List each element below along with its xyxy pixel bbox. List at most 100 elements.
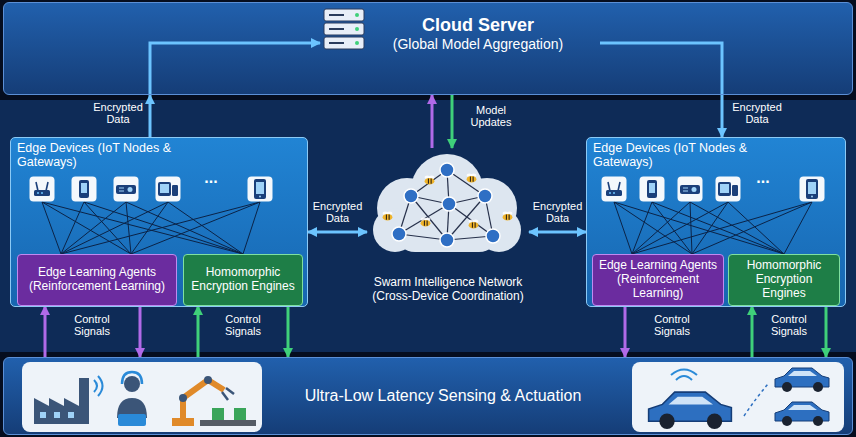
- agent-box: Edge Learning Agents (Reinforcement Lear…: [17, 254, 177, 306]
- swarm-links-part: [399, 204, 449, 234]
- sensing-illustration-part: [632, 362, 844, 432]
- edge-label: Control Signals: [69, 313, 115, 337]
- vehicle-icons-part: [775, 368, 829, 392]
- swarm-cloud-illustration-part: [503, 212, 513, 221]
- server-icon: [324, 9, 364, 49]
- edge-label: Control Signals: [649, 313, 695, 337]
- server-illustration-part: [150, 43, 320, 94]
- swarm-cloud-illustration-part: [425, 176, 435, 185]
- sensing-band: Ultra-Low Latency Sensing & Actuation: [3, 357, 853, 435]
- vehicle-icons-part: [676, 376, 692, 380]
- node-title: Swarm Intelligence Network (Cross-Device…: [367, 276, 529, 304]
- swarm-cloud-illustration-part: [421, 218, 431, 227]
- vehicle-icons-part: [671, 370, 697, 376]
- fan-wires-part: [61, 202, 126, 254]
- robot-arm-icon-part: [200, 420, 256, 426]
- factory-icon-part: [54, 412, 60, 418]
- fan-wires-part: [131, 202, 260, 254]
- operator-icon-part: [122, 372, 142, 384]
- node-title: Edge Devices (IoT Nodes & Gateways): [17, 141, 187, 170]
- connector-arrow: [431, 95, 434, 148]
- fan-wires: [42, 202, 260, 254]
- vehicle-icons: [649, 368, 829, 429]
- node-title: Cloud Server: [422, 15, 534, 36]
- robot-arm-icon-part: [222, 388, 234, 400]
- background-part: [0, 100, 856, 352]
- device-icons-part: [716, 177, 741, 202]
- swarm-cloud-illustration-part: [469, 220, 479, 229]
- fan-wires-part: [42, 202, 131, 254]
- server-icon-part: [355, 13, 359, 17]
- fan-wires-part: [126, 202, 131, 254]
- server-icon-part: [324, 9, 364, 21]
- encryption-box: Homomorphic Encryption Engines: [183, 254, 303, 306]
- factory-icon-part: [94, 380, 97, 392]
- device-icons-part: [114, 177, 139, 202]
- edge-label: Encrypted Data: [531, 200, 585, 224]
- swarm-nodes-part: [486, 229, 500, 243]
- swarm-cloud-illustration-part: [467, 174, 477, 183]
- node-title: Ultra-Low Latency Sensing & Actuation: [305, 387, 582, 405]
- swarm-cloud-illustration-part: [383, 212, 393, 221]
- fan-wires-part: [690, 202, 692, 254]
- fan-wires-part: [614, 202, 632, 254]
- factory-icon: [34, 376, 103, 424]
- swarm-nodes-part: [440, 233, 454, 247]
- device-icons-part: [800, 177, 825, 202]
- server-icon-part: [355, 41, 359, 45]
- fan-wires-part: [126, 202, 243, 254]
- operator-icon-part: [124, 376, 140, 392]
- swarm-nodes-part: [442, 197, 456, 211]
- fan-wires-part: [61, 202, 260, 254]
- agent-box: Edge Learning Agents (Reinforcement Lear…: [592, 254, 724, 306]
- fan-wires-part: [42, 202, 61, 254]
- edge-devices-panel: Edge Devices (IoT Nodes & Gateways) Edge …: [10, 137, 308, 307]
- fan-wires-part: [632, 202, 812, 254]
- swarm-nodes: [392, 163, 500, 247]
- connector-arrow: [44, 306, 47, 357]
- fan-wires-part: [784, 202, 812, 254]
- connector-arrow: [751, 306, 754, 357]
- device-icons-part: [72, 177, 97, 202]
- node-title: Homomorphic Encryption Engines: [188, 266, 298, 294]
- vehicle-icons-part: [649, 392, 732, 429]
- vehicle-icons-part: [775, 402, 829, 426]
- node-title: Edge Learning Agents (Reinforcement Lear…: [22, 266, 172, 294]
- edge-label: Control Signals: [220, 313, 266, 337]
- robot-arm-icon-part: [172, 418, 194, 426]
- connector-arrow: [308, 231, 367, 234]
- robot-arm-icon-part: [179, 394, 187, 402]
- vehicle-icons-part: [744, 384, 768, 416]
- fan-wires-part: [692, 202, 812, 254]
- fan-wires-part: [614, 202, 784, 254]
- edge-label: Encrypted Data: [730, 101, 784, 125]
- connector-arrow: [825, 306, 828, 357]
- connector-arrow: [721, 95, 724, 137]
- server-icon-part: [324, 37, 364, 49]
- server-icon-part: [355, 27, 359, 31]
- device-icons-part: [678, 177, 703, 202]
- fan-wires-part: [61, 202, 168, 254]
- swarm-nodes-part: [440, 163, 454, 177]
- server-icon-part: [329, 14, 344, 16]
- swarm-network: Swarm Intelligence Network (Cross-Device…: [367, 148, 529, 306]
- edge-label: Control Signals: [766, 313, 812, 337]
- connector-arrow: [529, 231, 586, 234]
- device-icons-part: [640, 177, 665, 202]
- edge-devices-panel: Edge Devices (IoT Nodes & Gateways) Edge …: [586, 137, 846, 307]
- fan-wires-part: [632, 202, 690, 254]
- server-icon-part: [329, 28, 344, 30]
- node-title: Edge Learning Agents (Reinforcement Lear…: [597, 259, 719, 300]
- node-subtitle: (Global Model Aggregation): [393, 36, 563, 52]
- server-illustration-part: [600, 43, 722, 94]
- edge-label: Encrypted Data: [91, 101, 145, 125]
- node-title: Edge Devices (IoT Nodes & Gateways): [593, 141, 763, 170]
- fan-wires: [614, 202, 812, 254]
- device-icons-part: [602, 177, 627, 202]
- edge-label: Model Updates: [465, 104, 517, 128]
- fan-wires-part: [84, 202, 243, 254]
- server-icon-part: [329, 42, 344, 44]
- connector-arrow: [149, 95, 152, 137]
